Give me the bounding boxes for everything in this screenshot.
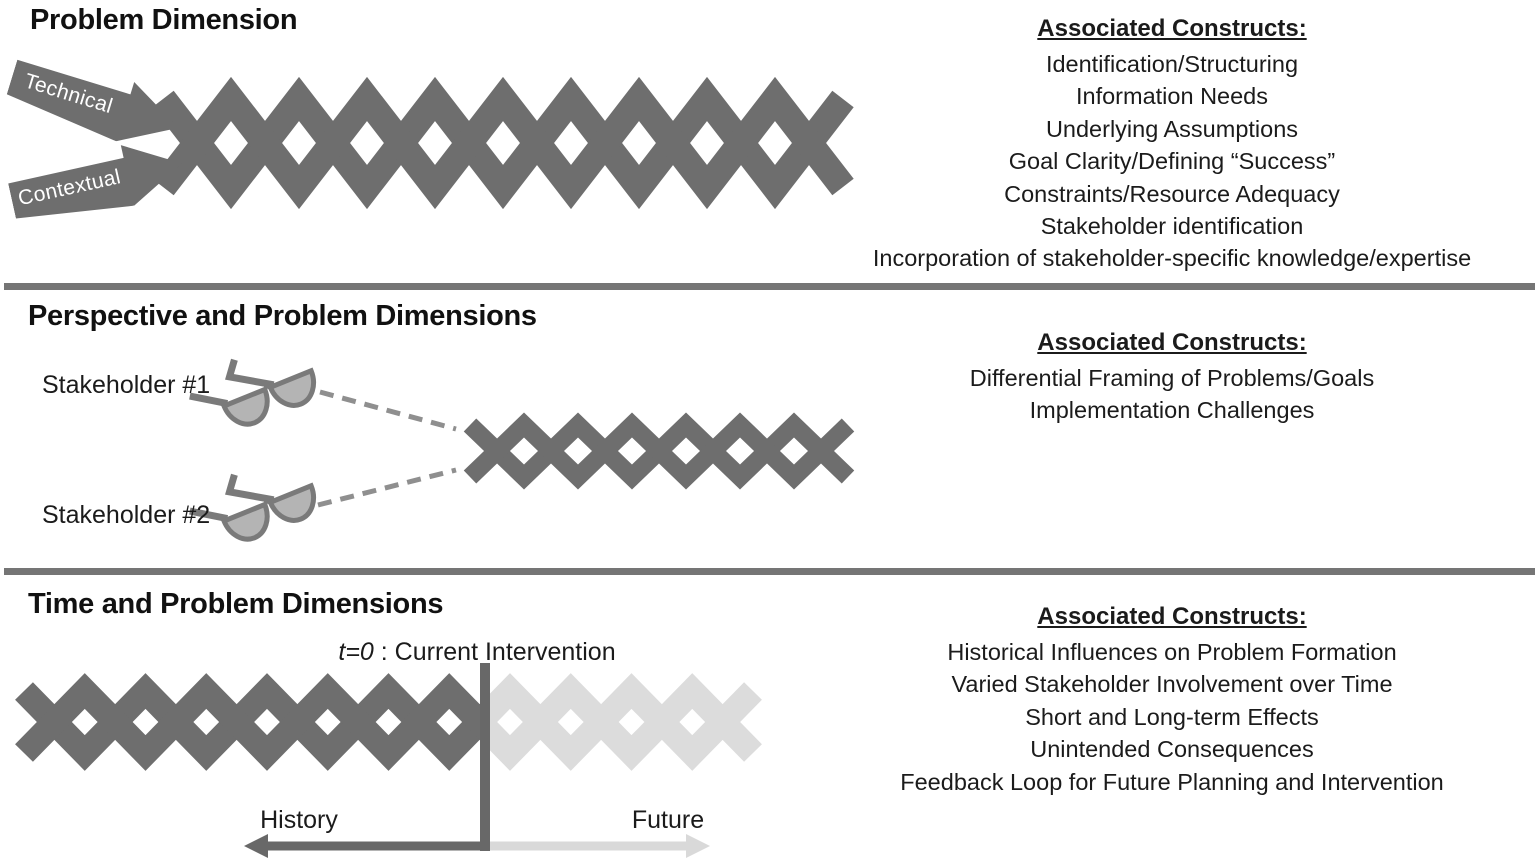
constructs-title-2: Associated Constructs: xyxy=(1037,329,1307,356)
construct-item: Identification/Structuring xyxy=(1045,51,1299,77)
t0-current-intervention-label: t=0 : Current Intervention xyxy=(338,638,615,667)
stakeholder1-sightline xyxy=(319,389,457,432)
construct-item: Unintended Consequences xyxy=(1030,736,1314,763)
constructs-block-3: Associated Constructs: Historical Influe… xyxy=(822,602,1522,798)
braid-perspective-dimension xyxy=(463,412,855,490)
construct-item: Stakeholder identification xyxy=(1040,213,1304,240)
future-arrow xyxy=(490,841,686,851)
construct-item: Short and Long-term Effects xyxy=(1025,703,1319,730)
construct-item: Implementation Challenges xyxy=(1029,397,1315,424)
construct-item: Underlying Assumptions xyxy=(1045,115,1299,142)
history-arrowhead xyxy=(244,834,268,858)
constructs-block-2: Associated Constructs: Differential Fram… xyxy=(822,328,1522,427)
t0-text: : Current Intervention xyxy=(373,638,616,666)
t0-symbol: t=0 xyxy=(338,638,374,666)
construct-item: Constraints/Resource Adequacy xyxy=(1004,180,1340,207)
construct-item: Differential Framing of Problems/Goals xyxy=(969,365,1375,391)
glasses-icon-1 xyxy=(189,358,317,427)
construct-item: Varied Stakeholder Involvement over Time xyxy=(951,671,1393,698)
section1-title: Problem Dimension xyxy=(30,4,298,36)
constructs-block-1: Associated Constructs: Identification/St… xyxy=(822,14,1522,275)
construct-item: Incorporation of stakeholder-specific kn… xyxy=(872,245,1472,272)
braid-problem-dimension xyxy=(152,76,854,210)
future-arrowhead xyxy=(686,834,710,858)
section3-title: Time and Problem Dimensions xyxy=(28,588,444,620)
future-label: Future xyxy=(631,806,705,834)
section-divider-2 xyxy=(4,568,1535,575)
constructs-title-3: Associated Constructs: xyxy=(1037,603,1307,630)
section2-title: Perspective and Problem Dimensions xyxy=(28,300,537,332)
section-divider-1 xyxy=(4,283,1535,290)
construct-item: Information Needs xyxy=(1075,83,1269,110)
constructs-title-1: Associated Constructs: xyxy=(1037,15,1307,42)
timeline xyxy=(244,663,710,858)
history-label: History xyxy=(260,806,338,834)
construct-item: Feedback Loop for Future Planning and In… xyxy=(900,768,1444,795)
braid-time-future xyxy=(486,673,762,771)
stakeholder2-sightline xyxy=(317,467,457,508)
stakeholder1-label: Stakeholder #1 xyxy=(42,371,211,399)
t0-intervention-bar xyxy=(480,663,490,851)
stakeholder2-label: Stakeholder #2 xyxy=(42,501,211,529)
construct-item: Historical Influences on Problem Formati… xyxy=(947,639,1397,665)
glasses-icon-2 xyxy=(189,473,317,542)
construct-item: Goal Clarity/Defining “Success” xyxy=(1008,148,1336,175)
history-arrow xyxy=(264,841,480,851)
braid-time-history xyxy=(15,673,486,771)
